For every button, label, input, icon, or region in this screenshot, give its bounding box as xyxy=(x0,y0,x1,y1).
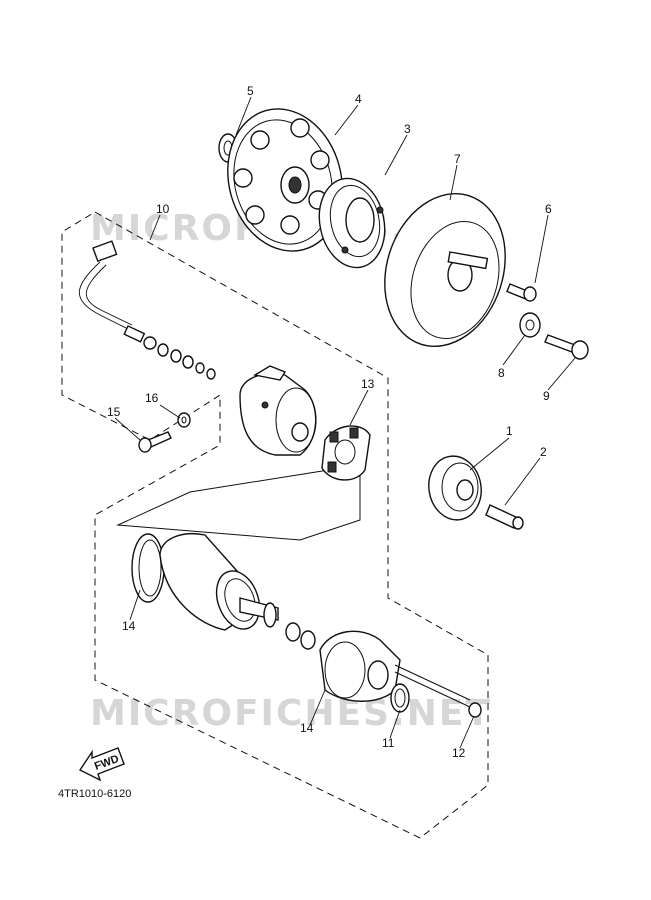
callout-part-14-right: 14 xyxy=(300,721,314,735)
brush-holder-part-13 xyxy=(321,425,371,481)
starter-motor-body xyxy=(159,533,279,631)
callout-part-16: 16 xyxy=(145,391,159,405)
washer-part-8 xyxy=(519,312,541,338)
callout-part-7: 7 xyxy=(454,152,461,166)
washer-part-16 xyxy=(177,412,191,428)
o-ring-part-14-left xyxy=(131,533,165,603)
front-cover xyxy=(319,630,471,708)
small-o-rings xyxy=(285,622,316,650)
callout-part-5: 5 xyxy=(247,84,254,98)
bolt-part-6 xyxy=(506,283,537,302)
one-way-clutch-part-3 xyxy=(318,177,386,269)
callout-part-8: 8 xyxy=(498,366,505,380)
o-ring-part-11 xyxy=(390,683,410,713)
callout-part-14-left: 14 xyxy=(122,619,136,633)
callout-part-1: 1 xyxy=(506,424,513,438)
assembly-frame-inner xyxy=(116,464,361,541)
long-bolt-part-12 xyxy=(468,702,482,718)
callout-part-15: 15 xyxy=(107,405,121,419)
idler-gear-part-1 xyxy=(428,455,482,521)
reference-code: 4TR1010-6120 xyxy=(58,788,131,800)
callout-part-13: 13 xyxy=(361,377,375,391)
bolt-part-15 xyxy=(138,431,172,453)
callout-part-6: 6 xyxy=(545,202,552,216)
callout-part-2: 2 xyxy=(540,445,547,459)
callout-part-11: 11 xyxy=(382,736,395,750)
watermark-bottom: MICROFICHES.NET xyxy=(90,693,492,734)
callout-part-10: 10 xyxy=(156,202,170,216)
fwd-arrow-icon: FWD xyxy=(78,747,125,782)
callout-part-12: 12 xyxy=(452,746,466,760)
callout-part-9: 9 xyxy=(543,389,550,403)
bolt-part-9 xyxy=(544,334,589,360)
lead-cable-part-10 xyxy=(78,240,216,380)
shaft-part-2 xyxy=(485,504,524,530)
rotor-part-7 xyxy=(384,192,506,348)
callout-part-4: 4 xyxy=(355,92,362,106)
callout-part-3: 3 xyxy=(404,122,411,136)
leader-lines xyxy=(114,96,576,749)
rear-cover-housing xyxy=(239,365,317,456)
